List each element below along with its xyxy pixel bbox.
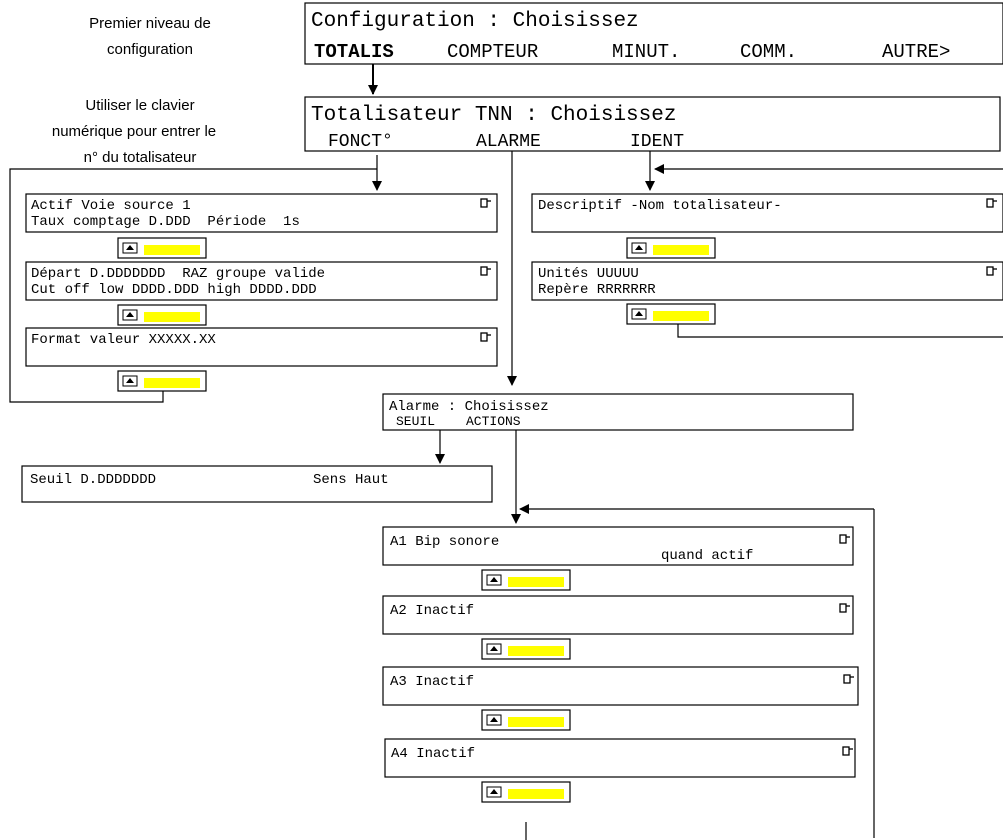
note-clavier-line2: numérique pour entrer le xyxy=(52,123,216,140)
alarme-menu-title: Alarme : Choisissez xyxy=(389,399,549,415)
fonct-screen-1-line2: Taux comptage D.DDD Période 1s xyxy=(31,214,300,230)
seuil-screen-line2: Sens Haut xyxy=(313,472,389,488)
enter-key-icon[interactable] xyxy=(117,370,207,392)
fonct-screen-2-line1: Départ D.DDDDDDD RAZ groupe valide xyxy=(31,266,325,282)
fonct-screen-1-line1: Actif Voie source 1 xyxy=(31,198,191,214)
menu-item-autre[interactable]: AUTRE> xyxy=(882,41,950,63)
menu-item-fonct[interactable]: FONCT° xyxy=(328,132,393,152)
action-screen-a2-line1: A2 Inactif xyxy=(390,603,474,619)
note-premier-niveau-line1: Premier niveau de xyxy=(89,15,211,32)
ident-screen-1-line1: Descriptif -Nom totalisateur- xyxy=(538,198,782,214)
ident-screen-2: Unités UUUUU Repère RRRRRRR xyxy=(531,261,1003,301)
seuil-screen: Seuil D.DDDDDDD Sens Haut xyxy=(21,465,493,503)
action-screen-a4-line1: A4 Inactif xyxy=(391,746,475,762)
menu-item-compteur[interactable]: COMPTEUR xyxy=(447,41,538,63)
action-screen-a1-line1: A1 Bip sonore xyxy=(390,534,499,550)
enter-key-icon[interactable] xyxy=(481,781,571,803)
action-screen-a2: A2 Inactif xyxy=(382,595,854,635)
enter-key-icon[interactable] xyxy=(481,638,571,660)
action-screen-a1-line2: quand actif xyxy=(661,548,753,564)
enter-key-icon[interactable] xyxy=(481,709,571,731)
note-clavier-line3: n° du totalisateur xyxy=(84,149,197,166)
enter-key-icon[interactable] xyxy=(626,237,716,259)
menu-item-minut[interactable]: MINUT. xyxy=(612,41,680,63)
menu-item-actions[interactable]: ACTIONS xyxy=(466,414,521,429)
alarme-menu-screen: Alarme : Choisissez SEUIL ACTIONS xyxy=(382,393,854,431)
note-clavier-line1: Utiliser le clavier xyxy=(85,97,194,114)
ident-screen-1: Descriptif -Nom totalisateur- xyxy=(531,193,1003,233)
fonct-screen-2: Départ D.DDDDDDD RAZ groupe valide Cut o… xyxy=(25,261,498,301)
menu-item-totalis[interactable]: TOTALIS xyxy=(314,41,394,63)
menu-item-alarme[interactable]: ALARME xyxy=(476,132,541,152)
ident-screen-2-line1: Unités UUUUU xyxy=(538,266,639,282)
menu-item-ident[interactable]: IDENT xyxy=(630,132,684,152)
note-premier-niveau-line2: configuration xyxy=(107,41,193,58)
config-menu-title: Configuration : Choisissez xyxy=(311,10,639,33)
fonct-screen-2-line2: Cut off low DDDD.DDD high DDDD.DDD xyxy=(31,282,317,298)
connector-lines xyxy=(9,64,1003,840)
fonct-screen-3: Format valeur XXXXX.XX xyxy=(25,327,498,367)
action-screen-a4: A4 Inactif xyxy=(384,738,856,778)
action-screen-a1: A1 Bip sonore quand actif xyxy=(382,526,854,566)
config-menu-screen: Configuration : Choisissez TOTALIS COMPT… xyxy=(304,2,1003,65)
ident-screen-2-line2: Repère RRRRRRR xyxy=(538,282,656,298)
enter-key-icon[interactable] xyxy=(117,304,207,326)
fonct-screen-3-line1: Format valeur XXXXX.XX xyxy=(31,332,216,348)
menu-item-seuil[interactable]: SEUIL xyxy=(396,414,435,429)
enter-key-icon[interactable] xyxy=(481,569,571,591)
totalisateur-menu-screen: Totalisateur TNN : Choisissez FONCT° ALA… xyxy=(304,96,1001,152)
action-screen-a3: A3 Inactif xyxy=(382,666,859,706)
action-screen-a3-line1: A3 Inactif xyxy=(390,674,474,690)
enter-key-icon[interactable] xyxy=(117,237,207,259)
fonct-screen-1: Actif Voie source 1 Taux comptage D.DDD … xyxy=(25,193,498,233)
seuil-screen-line1: Seuil D.DDDDDDD xyxy=(30,472,156,488)
totalisateur-menu-title: Totalisateur TNN : Choisissez xyxy=(311,104,676,127)
menu-item-comm[interactable]: COMM. xyxy=(740,41,797,63)
enter-key-icon[interactable] xyxy=(626,303,716,325)
